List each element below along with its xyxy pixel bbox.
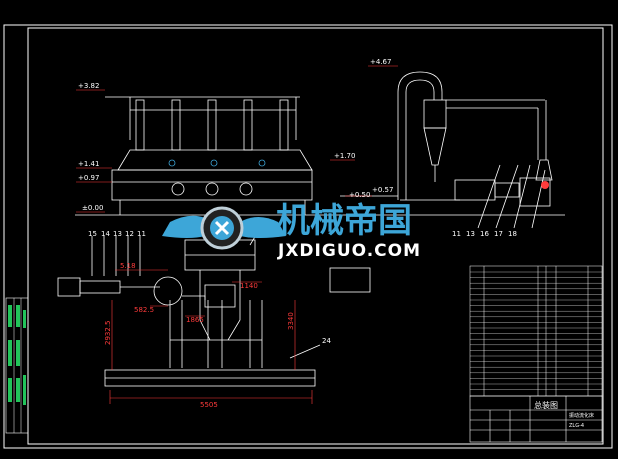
- part-number-top-1: 13: [466, 230, 475, 238]
- dimension-label-3340: 3340: [287, 312, 295, 330]
- title-block: [469, 395, 603, 443]
- left-margin-strip: [5, 297, 29, 434]
- part-number-left-3: 12: [125, 230, 134, 238]
- dimension-label-1865: 1865: [186, 316, 204, 324]
- part-number-top-2: 16: [480, 230, 489, 238]
- part-number-right: 24: [322, 337, 331, 345]
- elevation-label-057: +0.57: [372, 186, 393, 194]
- elevation-label-050: +0.50: [349, 191, 370, 199]
- part-number-left-4: 11: [137, 230, 146, 238]
- fluid-bed-dryer: [105, 96, 313, 215]
- parts-list-rows: [470, 271, 602, 390]
- parts-list-table: [469, 265, 603, 397]
- part-number-left-0: 15: [88, 230, 97, 238]
- fan-motor-marker: [541, 181, 549, 189]
- dimension-label-29325: 2932.5: [104, 321, 112, 346]
- dimension-label-5505: 5505: [200, 401, 218, 409]
- elevation-label-000: ±0.00: [82, 204, 103, 212]
- title-block-title: 总装图: [534, 400, 558, 410]
- elevation-label-141: +1.41: [78, 160, 99, 168]
- elevation-label-382: +3.82: [78, 82, 99, 90]
- watermark-chinese: 机械帝国: [276, 201, 412, 241]
- title-block-name: 振动流化床: [569, 412, 594, 419]
- dimension-label-518: 5.18: [120, 262, 136, 270]
- drawing-frame: [27, 27, 604, 445]
- part-number-left-2: 13: [113, 230, 122, 238]
- gear-wings-emblem: [162, 206, 286, 250]
- watermark-logo: 机械帝国 JXDIGUO.COM: [162, 201, 421, 261]
- watermark-english: JXDIGUO.COM: [277, 241, 421, 261]
- callout-box: [329, 267, 371, 293]
- dimension-lines: [76, 65, 398, 404]
- inspection-ports: [168, 159, 266, 167]
- feed-system: [57, 219, 321, 387]
- dimension-label-5825: 582.5: [134, 306, 154, 314]
- part-number-left-1: 14: [101, 230, 110, 238]
- part-number-top-0: 11: [452, 230, 461, 238]
- elevation-label-170: +1.70: [334, 152, 355, 160]
- title-block-code: ZLG-4: [569, 423, 584, 429]
- sheet-border: [3, 24, 613, 449]
- cyclone-duct-system: [340, 71, 553, 229]
- part-number-top-4: 18: [508, 230, 517, 238]
- elevation-label-467: +4.67: [370, 58, 391, 66]
- part-number-top-3: 17: [494, 230, 503, 238]
- dimension-label-1140: 1140: [240, 282, 258, 290]
- elevation-label-097: +0.97: [78, 174, 99, 182]
